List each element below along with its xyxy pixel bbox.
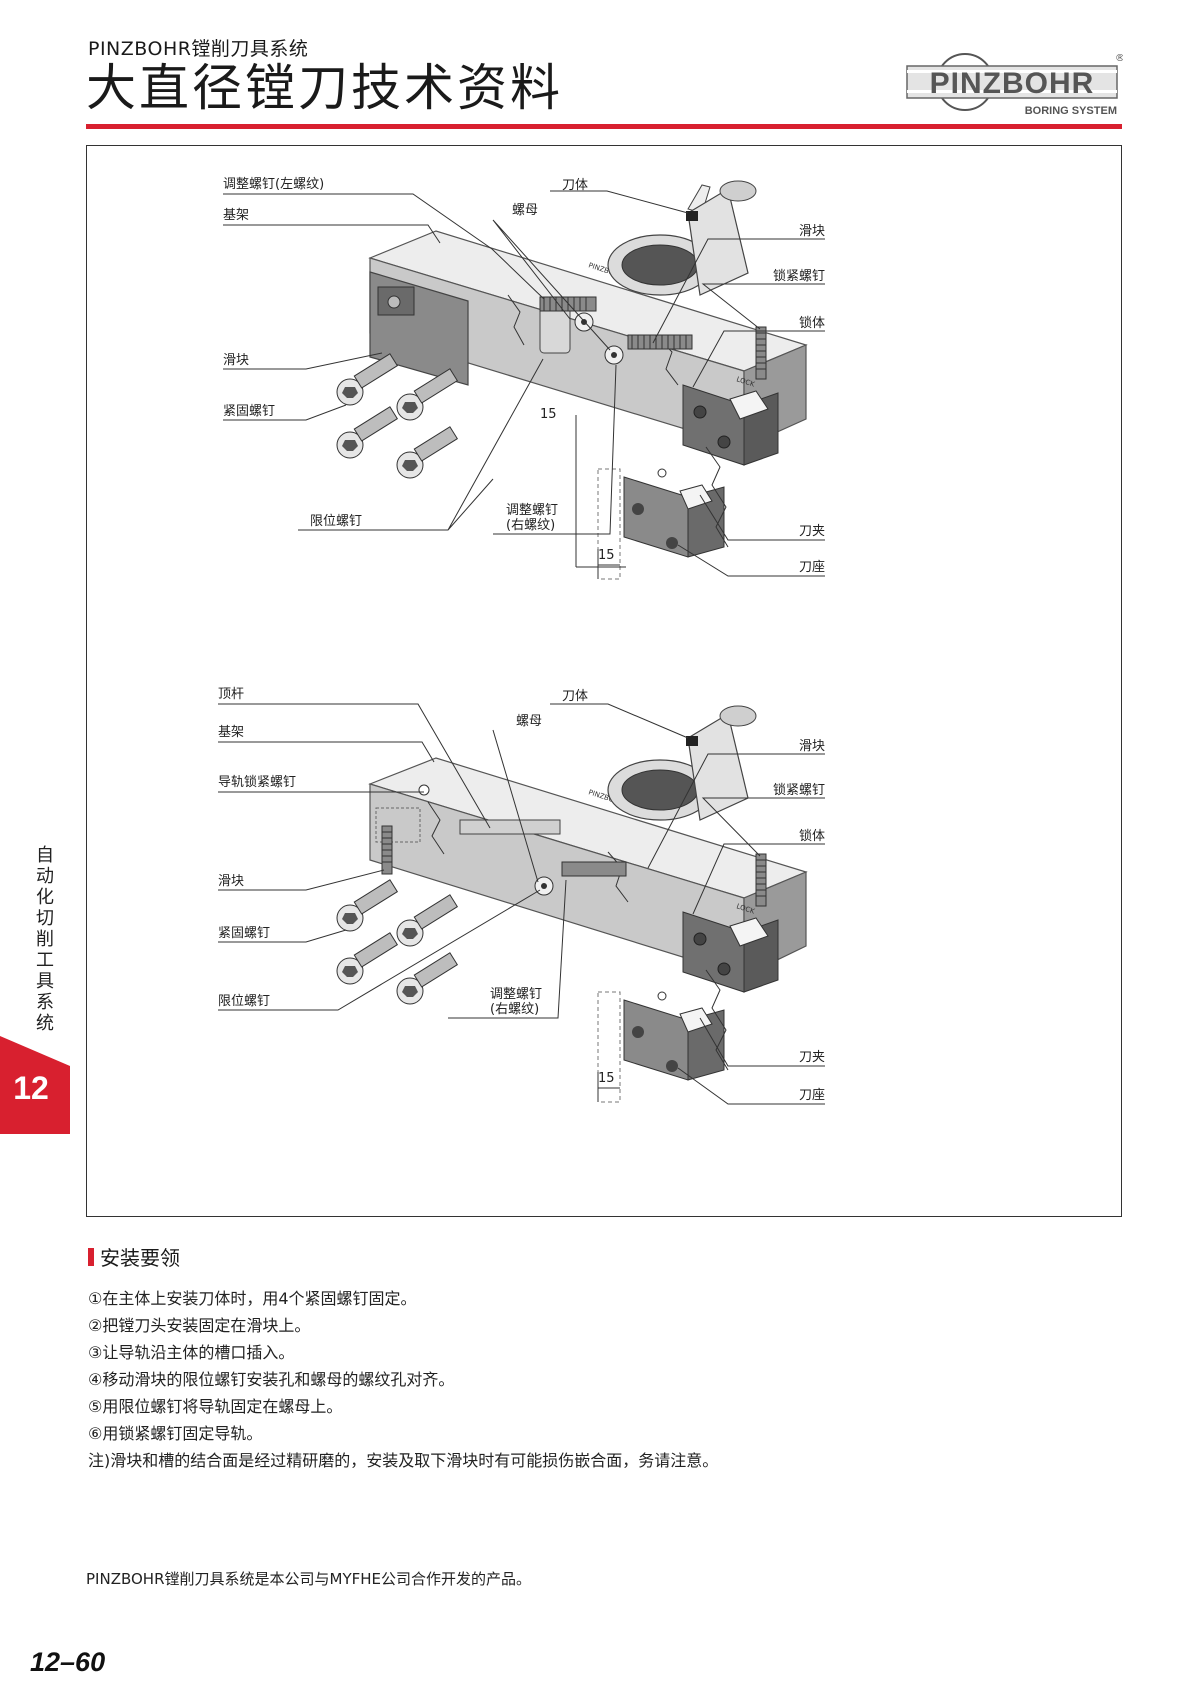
label-body: 刀体 — [562, 689, 588, 704]
install-step: ③让导轨沿主体的槽口插入。 — [88, 1343, 295, 1362]
header-divider — [86, 124, 1122, 129]
install-step: ②把镗刀头安装固定在滑块上。 — [88, 1316, 311, 1335]
label-slider-left: 滑块 — [218, 874, 244, 889]
logo-subtitle: BORING SYSTEM — [1025, 105, 1117, 117]
chapter-tab: 12 — [0, 1036, 70, 1134]
label-tool-clamp: 刀夹 — [799, 1050, 825, 1065]
page-number: 12–60 — [30, 1647, 106, 1677]
label-lock-screw: 锁紧螺钉 — [773, 268, 825, 284]
chapter-number: 12 — [13, 1070, 49, 1106]
series-title: PINZBOHR镗削刀具系统 — [88, 38, 309, 60]
label-push-rod: 顶杆 — [218, 687, 244, 702]
label-adjust-screw-right: 调整螺钉 — [490, 987, 542, 1002]
label-base-frame: 基架 — [218, 725, 244, 740]
label-tool-seat: 刀座 — [799, 1088, 825, 1103]
logo-registered: ® — [1115, 53, 1123, 64]
label-adjust-screw-left: 调整螺钉(左螺纹) — [223, 177, 324, 192]
boring-head-body: LOCK PINZBOHR 400 — [368, 230, 808, 466]
tool-holder-assembly — [597, 969, 729, 1103]
lock-screw — [755, 853, 767, 907]
adjust-screw-right — [561, 861, 627, 877]
label-lock-body: 锁体 — [799, 315, 825, 331]
side-category-text: 自动化切削工具系统 — [36, 845, 54, 1034]
spindle-taper — [607, 705, 757, 821]
install-step: ⑤用限位螺钉将导轨固定在螺母上。 — [88, 1397, 343, 1416]
fix-screw — [396, 952, 459, 1005]
logo-stripe — [907, 90, 1117, 93]
dimension-15: 15 — [598, 1071, 615, 1086]
label-lock-body: 锁体 — [799, 828, 825, 844]
fix-screw — [336, 932, 399, 985]
label-nut: 螺母 — [512, 203, 538, 218]
fix-screw — [336, 406, 399, 459]
label-rail-lock-screw: 导轨锁紧螺钉 — [218, 774, 296, 790]
label-fix-screw: 紧固螺钉 — [223, 404, 275, 419]
label-limit-screw: 限位螺钉 — [310, 514, 362, 529]
label-tool-seat: 刀座 — [799, 560, 825, 575]
assembly-diagram-2: LOCK PINZBOHR 400 — [218, 687, 825, 1105]
install-step: ④移动滑块的限位螺钉安装孔和螺母的螺纹孔对齐。 — [88, 1370, 455, 1389]
label-slider-right: 滑块 — [799, 739, 825, 754]
label-fix-screw: 紧固螺钉 — [218, 926, 270, 941]
label-adjust-screw-right-thread: (右螺纹) — [490, 1002, 539, 1017]
footer-note: PINZBOHR镗削刀具系统是本公司与MYFHE公司合作开发的产品。 — [86, 1570, 531, 1588]
label-slider-right: 滑块 — [799, 224, 825, 239]
label-adjust-screw-right-thread: (右螺纹) — [506, 518, 555, 533]
leader-lines — [223, 190, 825, 579]
leader-lines — [218, 703, 825, 1105]
fix-screws — [336, 879, 459, 1005]
logo-wordmark: PINZBOHR — [930, 67, 1095, 100]
boring-head-body: LOCK PINZBOHR 400 — [368, 757, 808, 993]
install-title: 安装要领 — [100, 1246, 180, 1270]
label-base-frame: 基架 — [223, 208, 249, 223]
lock-screw — [755, 326, 767, 380]
section-marker — [88, 1247, 94, 1266]
push-rod — [459, 819, 561, 835]
fix-screws — [336, 353, 459, 479]
label-limit-screw: 限位螺钉 — [218, 994, 270, 1009]
fix-screw — [396, 426, 459, 479]
dimension-15-lower: 15 — [598, 548, 615, 563]
assembly-diagram-1: LOCK PINZBOHR 400 — [223, 177, 825, 580]
label-adjust-screw-right: 调整螺钉 — [506, 503, 558, 518]
fix-screw — [336, 353, 399, 406]
figure-frame — [86, 145, 1122, 1217]
fix-screw — [396, 368, 459, 421]
logo-stripe — [907, 70, 1117, 73]
rail-lock-screw-housing — [375, 807, 421, 843]
install-step: ⑥用锁紧螺钉固定导轨。 — [88, 1424, 263, 1443]
pinzbohr-logo: PINZBOHR ® BORING SYSTEM — [906, 53, 1123, 117]
install-note: 注)滑块和槽的结合面是经过精研磨的，安装及取下滑块时有可能损伤嵌合面，务请注意。 — [88, 1451, 719, 1470]
fix-screw — [336, 879, 399, 932]
page-title: 大直径镗刀技术资料 — [86, 59, 563, 117]
insert — [729, 917, 769, 947]
fix-screw — [396, 894, 459, 947]
label-tool-clamp: 刀夹 — [799, 524, 825, 539]
install-step: ①在主体上安装刀体时，用4个紧固螺钉固定。 — [88, 1289, 417, 1308]
install-steps: ①在主体上安装刀体时，用4个紧固螺钉固定。 ②把镗刀头安装固定在滑块上。 ③让导… — [88, 1285, 1118, 1474]
chapter-tab-shape — [0, 1036, 70, 1134]
insert — [729, 390, 769, 420]
dimension-15-upper: 15 — [540, 407, 557, 422]
spindle-taper — [607, 180, 757, 296]
label-slider-left: 滑块 — [223, 353, 249, 368]
install-section-heading: 安装要领 — [88, 1242, 180, 1271]
label-nut: 螺母 — [516, 714, 542, 729]
label-lock-screw: 锁紧螺钉 — [773, 782, 825, 798]
adjust-screw-right — [627, 334, 693, 350]
tool-holder-assembly — [597, 446, 729, 580]
label-body: 刀体 — [562, 178, 588, 193]
